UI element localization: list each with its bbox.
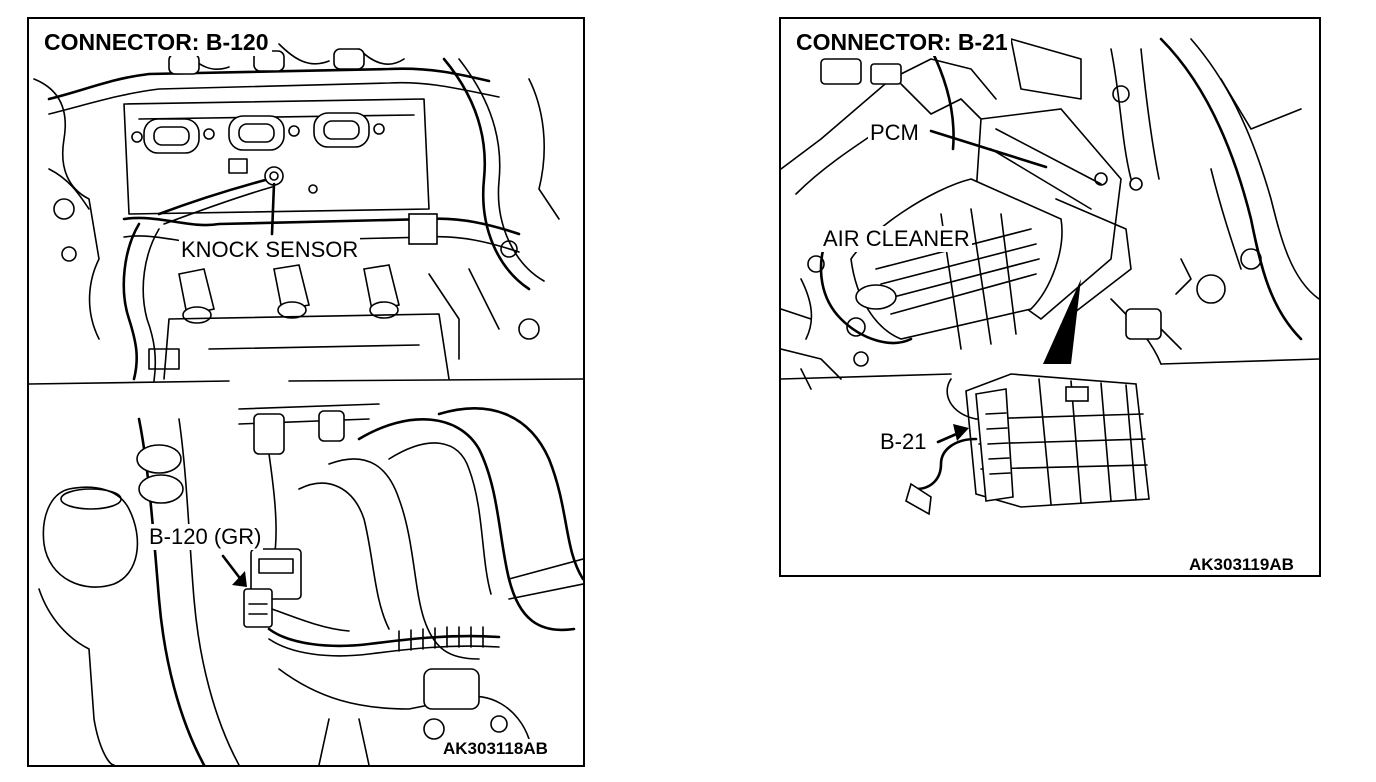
- air-cleaner-label: AIR CLEANER: [821, 226, 972, 252]
- pcm-label: PCM: [868, 120, 921, 146]
- figure-title: CONNECTOR: B-21: [793, 29, 1011, 56]
- connector-b21-figure: CONNECTOR: B-21 PCM AIR CLEANER B-21 AK3…: [779, 17, 1321, 577]
- figure-code: AK303118AB: [441, 739, 550, 759]
- engine-lower-view: [38, 403, 583, 765]
- engine-top-view: [33, 43, 560, 382]
- engine-bay-view: [781, 37, 1319, 516]
- figure-title: CONNECTOR: B-120: [41, 29, 272, 56]
- engine-line-drawing: [29, 43, 583, 765]
- engine-bay-line-drawing: [781, 37, 1319, 516]
- connector-label: B-21: [878, 429, 929, 455]
- figure-code: AK303119AB: [1187, 555, 1296, 575]
- knock-sensor-label: KNOCK SENSOR: [179, 237, 361, 263]
- connector-b120-figure: CONNECTOR: B-120 KNOCK SENSOR B-120 (GR)…: [27, 17, 585, 767]
- connector-label: B-120 (GR): [147, 524, 264, 550]
